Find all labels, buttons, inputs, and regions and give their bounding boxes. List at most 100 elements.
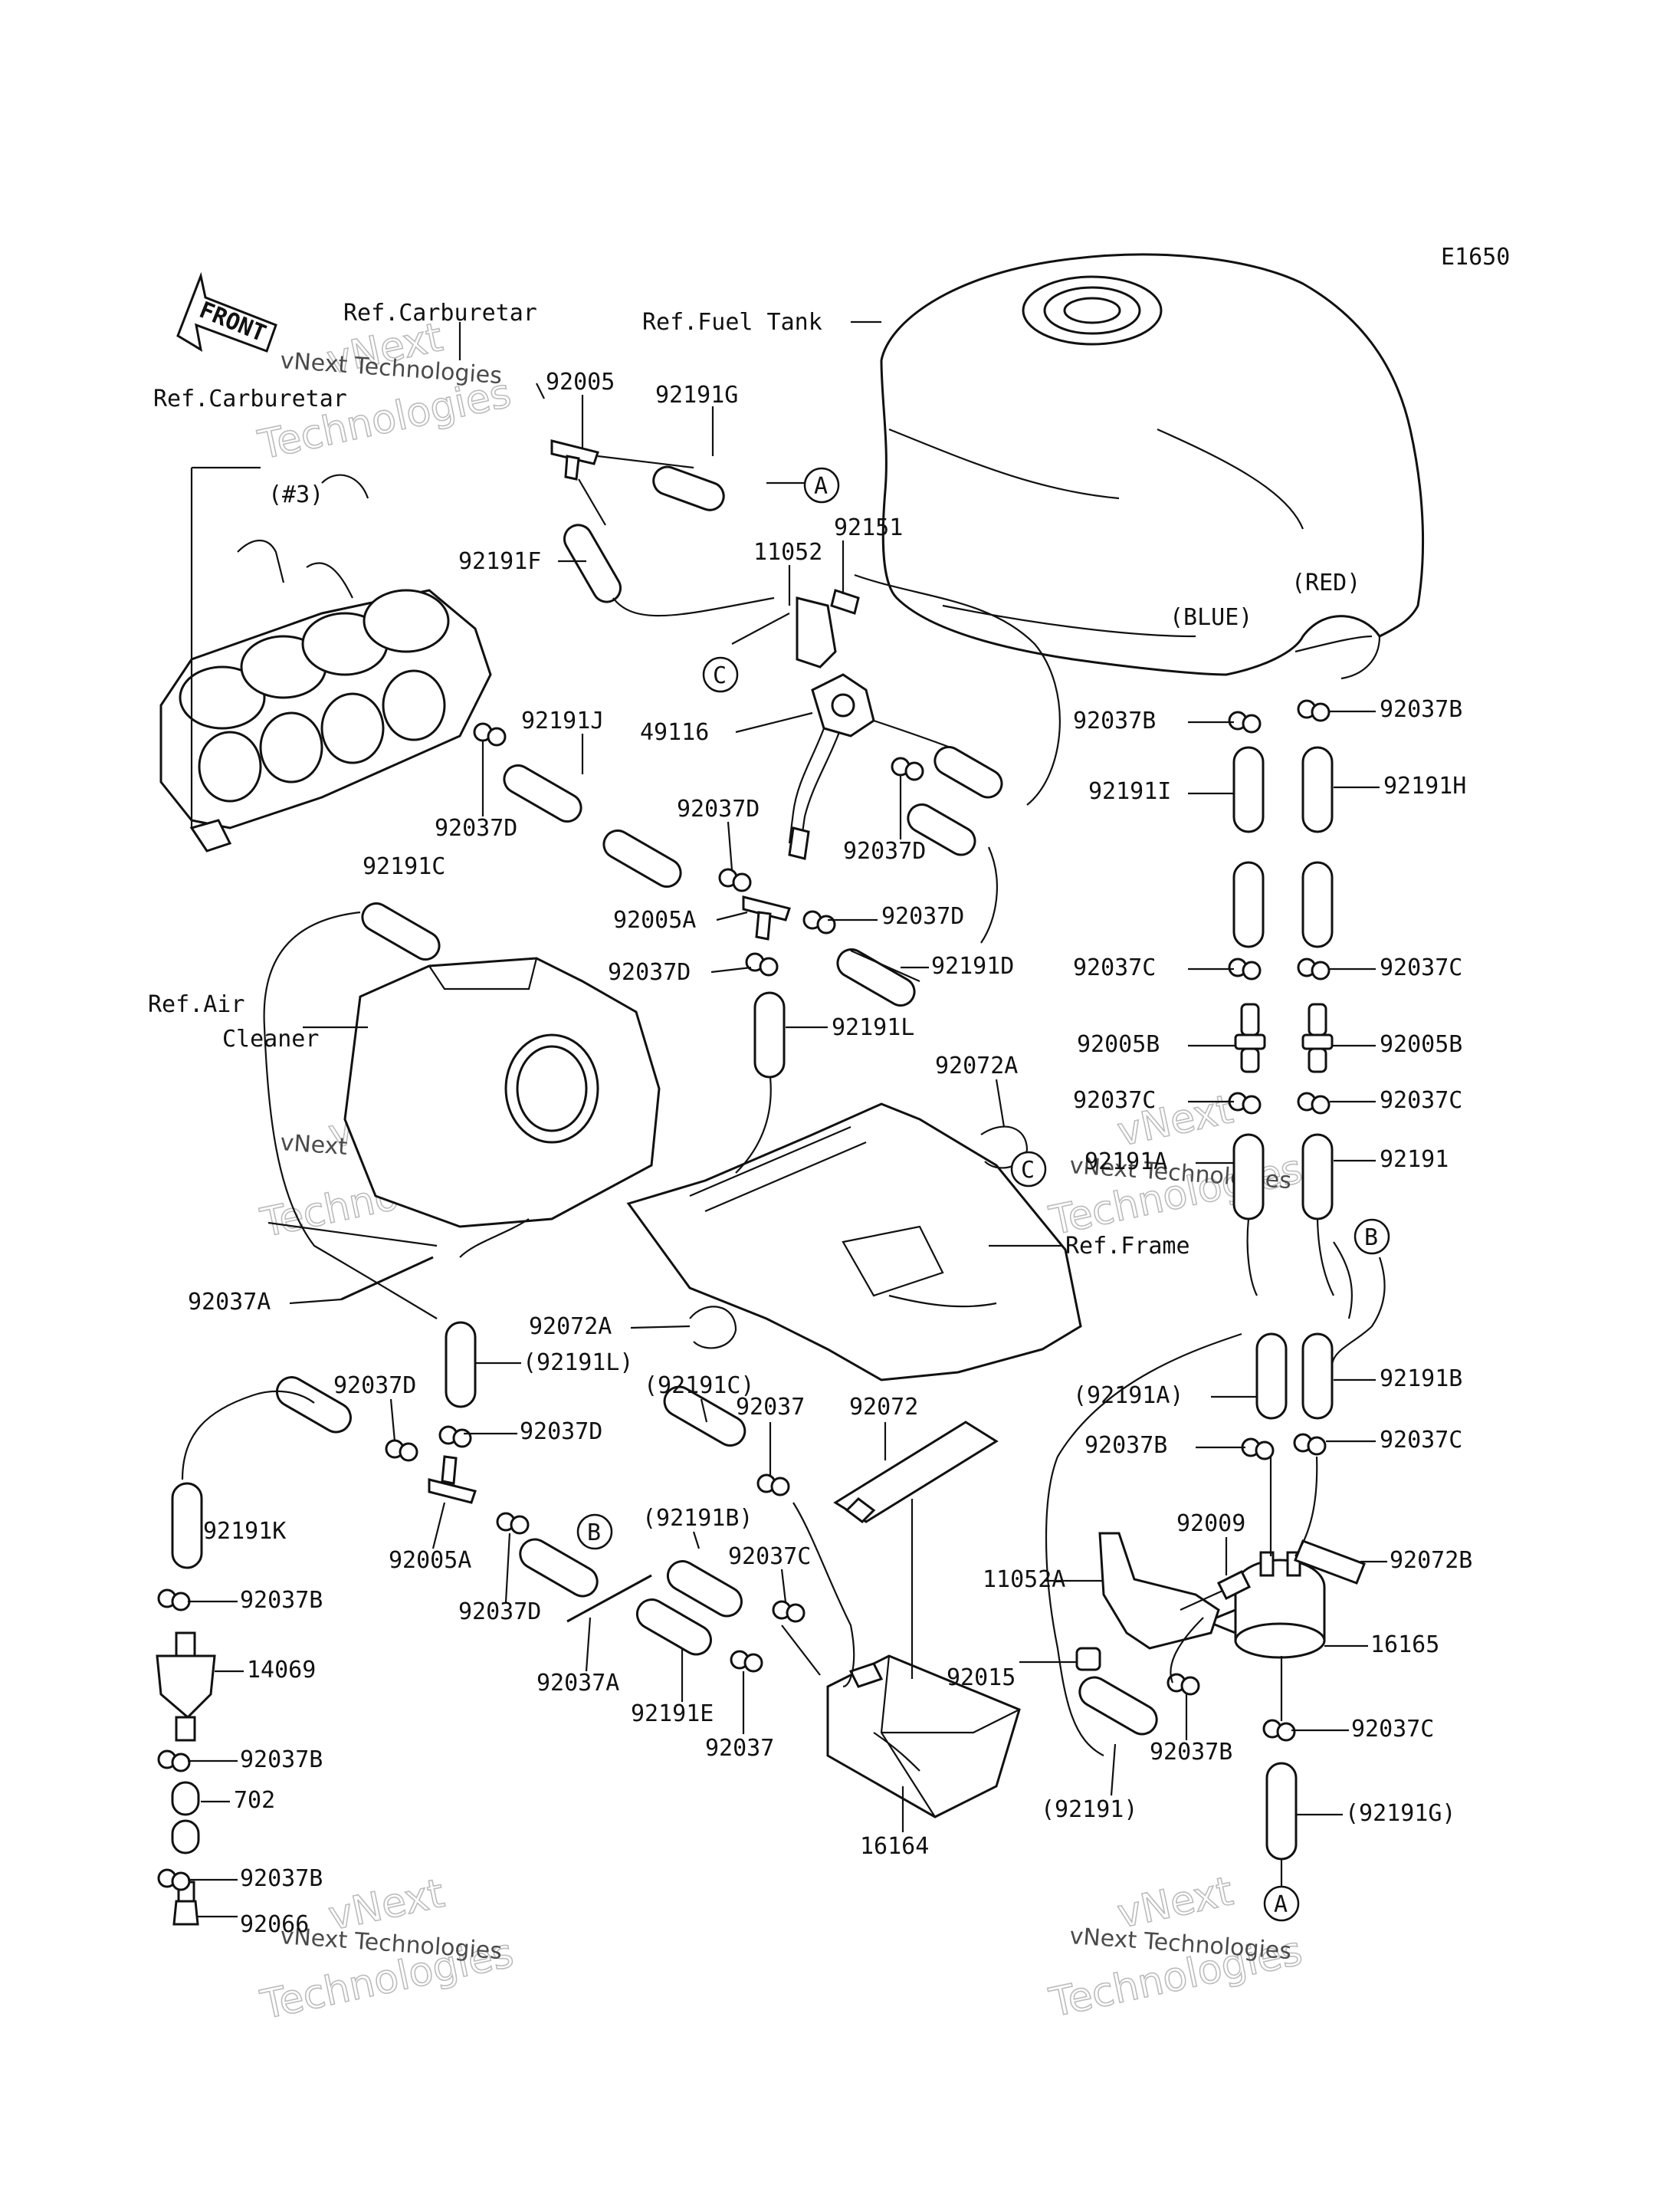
band-92072A-lower <box>689 1306 737 1349</box>
label-49116: 49116 <box>640 719 709 746</box>
svg-text:C: C <box>1021 1157 1035 1184</box>
hose-92191G <box>652 465 725 511</box>
hose-92191A <box>1255 1332 1288 1420</box>
hose-92191K <box>171 1482 203 1569</box>
hose-92191B-par <box>666 1560 743 1618</box>
label-92191H: 92191H <box>1383 773 1466 800</box>
hose-92191B <box>1301 1332 1334 1420</box>
joint-92005B-left <box>1234 1003 1266 1073</box>
label-92072A-lower: 92072A <box>529 1313 612 1340</box>
callout-A-top: A <box>803 467 840 504</box>
label-702: 702 <box>234 1787 275 1814</box>
label-92191L-par: (92191L) <box>523 1349 634 1376</box>
label-92191B-par: (92191B) <box>642 1505 753 1532</box>
ref-fuel-tank-label: Ref.Fuel Tank <box>642 309 822 336</box>
band-92072A-upper <box>980 1125 1029 1169</box>
hose-92191I-a <box>1232 746 1265 833</box>
label-92037D-g: 92037D <box>520 1418 602 1445</box>
label-92005B-right: 92005B <box>1380 1031 1462 1058</box>
label-16164: 16164 <box>860 1833 929 1860</box>
hose-92191E <box>635 1598 712 1656</box>
hose-92191I-b <box>1232 861 1265 948</box>
label-92037A-lower: 92037A <box>536 1670 619 1697</box>
tee-92005A-lower <box>428 1455 477 1504</box>
label-92191A-par: (92191A) <box>1073 1382 1184 1409</box>
label-92072B: 92072B <box>1390 1547 1472 1574</box>
label-92037B-f: 92037B <box>1084 1432 1167 1459</box>
hose-92191D <box>836 948 916 1007</box>
bracket-11052A <box>1098 1532 1220 1650</box>
label-92037C-d: 92037C <box>1073 1087 1156 1114</box>
label-92191A: 92191A <box>1084 1148 1167 1175</box>
carburetor-assembly <box>159 474 492 852</box>
label-92037C-a: 92037C <box>728 1543 811 1570</box>
label-92191G-par: (92191G) <box>1345 1800 1456 1827</box>
label-11052A: 11052A <box>983 1566 1065 1593</box>
pin-92037A-lower <box>566 1574 652 1623</box>
ref-carburetor-label-left: Ref.Carburetar <box>153 386 347 412</box>
hose-92037D-side <box>275 1376 352 1434</box>
label-92037D-f: 92037D <box>333 1372 416 1399</box>
label-92037C-b: 92037C <box>1073 954 1156 981</box>
label-92037D-h: 92037D <box>458 1598 541 1625</box>
label-92191C-par: (92191C) <box>644 1372 755 1399</box>
part-labels: 92005 92191G 92191F 11052 92151 49116 92… <box>188 369 1472 1938</box>
label-92191I: 92191I <box>1088 778 1171 805</box>
label-92191C: 92191C <box>363 853 445 880</box>
hose-92191H-b <box>1301 861 1334 948</box>
label-92009: 92009 <box>1176 1510 1245 1537</box>
cylinder-3-label: (#3) <box>268 481 323 508</box>
ref-carburetor-label-top: Ref.Carburetar <box>343 300 537 327</box>
label-92072A-upper: 92072A <box>935 1053 1018 1079</box>
label-92037D-c: 92037D <box>843 838 926 865</box>
callout-C-frame: C <box>1010 1151 1047 1188</box>
label-92037D-d: 92037D <box>881 903 964 930</box>
label-92191B: 92191B <box>1380 1365 1462 1392</box>
label-92191L: 92191L <box>832 1014 914 1041</box>
canister-16164 <box>826 1654 1021 1818</box>
label-92005A-upper: 92005A <box>613 907 696 934</box>
svg-text:A: A <box>814 473 828 500</box>
joint-92005B-right <box>1301 1003 1334 1073</box>
bolt-92009 <box>1216 1569 1252 1601</box>
svg-text:B: B <box>587 1519 601 1546</box>
label-92037B-c: 92037B <box>240 1865 323 1892</box>
callout-B-right: B <box>1354 1218 1390 1255</box>
hose-b <box>907 803 976 856</box>
diagram-code: E1650 <box>1441 244 1510 271</box>
hose-left-bottom <box>519 1538 599 1598</box>
routing-lines <box>181 455 1386 1890</box>
tee-92005 <box>550 439 599 481</box>
ref-frame-label: Ref.Frame <box>1065 1233 1190 1260</box>
label-92005B-left: 92005B <box>1077 1031 1160 1058</box>
clamps <box>157 699 1331 1891</box>
label-92037B-a: 92037B <box>240 1587 323 1614</box>
label-92037B-g: 92037B <box>1150 1739 1232 1766</box>
svg-text:B: B <box>1364 1224 1378 1251</box>
fuel-filter-14069 <box>156 1631 216 1742</box>
hose-92191L <box>753 991 786 1079</box>
hose-702-a <box>171 1781 200 1816</box>
label-92037D-a: 92037D <box>435 815 517 842</box>
tee-92005A-upper <box>742 895 791 941</box>
callout-B-left: B <box>576 1513 613 1550</box>
svg-text:A: A <box>1274 1891 1288 1918</box>
label-92037B-b: 92037B <box>240 1746 323 1773</box>
label-92191-par: (92191) <box>1041 1796 1137 1823</box>
hose-92191J-a <box>503 764 582 823</box>
label-92037A-upper: 92037A <box>188 1289 271 1316</box>
frame <box>626 1102 1082 1381</box>
hose-92191F <box>563 524 622 603</box>
blue-label: (BLUE) <box>1170 604 1252 631</box>
hose-92191H-a <box>1301 746 1334 833</box>
hose-92191L-par <box>445 1321 477 1408</box>
label-92191: 92191 <box>1380 1146 1449 1173</box>
damper-92015 <box>1075 1647 1101 1671</box>
pin-92037A-upper <box>340 1256 434 1301</box>
label-92037C-e: 92037C <box>1380 1087 1462 1114</box>
label-92005A-lower: 92005A <box>389 1547 471 1574</box>
ref-air-cleaner-label: Cleaner <box>222 1026 319 1053</box>
label-92191D: 92191D <box>931 953 1014 980</box>
